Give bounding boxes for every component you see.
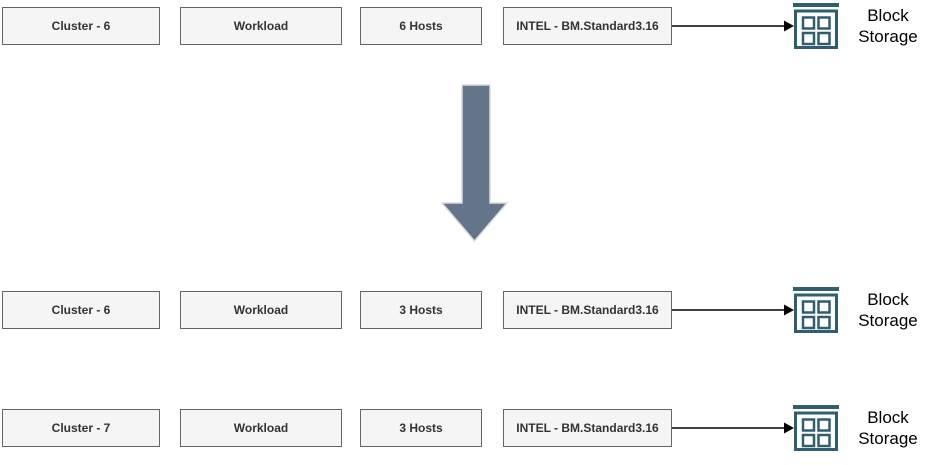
workload-box: Workload <box>180 291 342 329</box>
connector-arrow <box>672 422 794 434</box>
transition-down-arrow-icon <box>440 84 509 243</box>
connector-arrow <box>672 20 794 32</box>
shape-box: INTEL - BM.Standard3.16 <box>503 409 672 447</box>
workload-box: Workload <box>180 409 342 447</box>
cluster-row: Cluster - 6 Workload 6 Hosts INTEL - BM.… <box>0 3 935 49</box>
block-storage-label: Block Storage <box>858 6 918 46</box>
workload-box: Workload <box>180 7 342 45</box>
hosts-box: 3 Hosts <box>360 291 482 329</box>
cluster-row: Cluster - 7 Workload 3 Hosts INTEL - BM.… <box>0 405 935 451</box>
block-storage-icon <box>793 405 839 451</box>
cluster-row: Cluster - 6 Workload 3 Hosts INTEL - BM.… <box>0 287 935 333</box>
shape-box: INTEL - BM.Standard3.16 <box>503 7 672 45</box>
cluster-box: Cluster - 6 <box>2 291 160 329</box>
shape-box: INTEL - BM.Standard3.16 <box>503 291 672 329</box>
connector-arrow <box>672 304 794 316</box>
block-storage-icon <box>793 3 839 49</box>
hosts-box: 6 Hosts <box>360 7 482 45</box>
cluster-box: Cluster - 6 <box>2 7 160 45</box>
hosts-box: 3 Hosts <box>360 409 482 447</box>
block-storage-label: Block Storage <box>858 290 918 330</box>
block-storage-icon <box>793 287 839 333</box>
block-storage-label: Block Storage <box>858 408 918 448</box>
cluster-box: Cluster - 7 <box>2 409 160 447</box>
